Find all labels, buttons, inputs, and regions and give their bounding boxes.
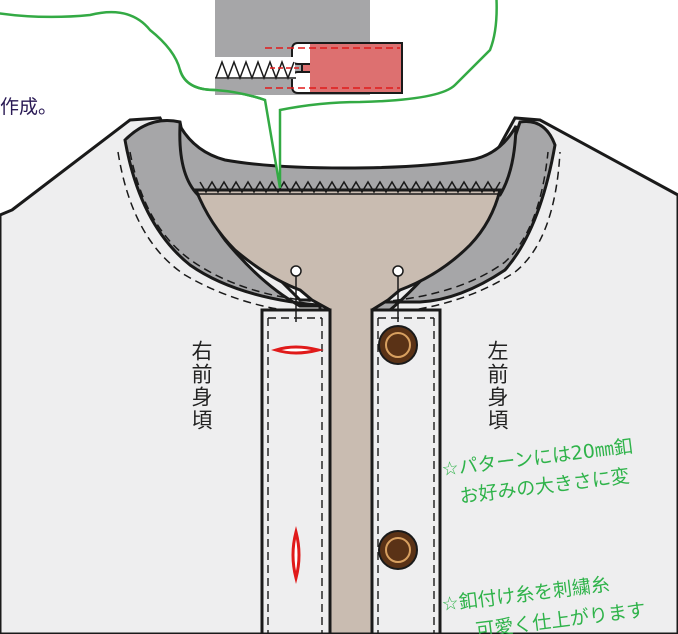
callout-caption: 作成。 <box>0 96 58 118</box>
left-front-placket <box>370 308 442 634</box>
right-front-placket <box>260 308 332 634</box>
rib-outer-stitch <box>129 151 549 303</box>
pin-icon <box>290 265 302 322</box>
buttonhole-icon <box>291 526 301 584</box>
detail-binding-fold <box>291 42 310 94</box>
pin-icon <box>392 265 404 322</box>
left-front-label: 左前身頃 <box>485 340 509 432</box>
detail-overlock <box>215 59 295 81</box>
rib-outer-stitch-2 <box>117 151 561 315</box>
button-icon <box>378 530 418 570</box>
overlock-stitch <box>199 180 501 194</box>
detail-binding <box>301 42 403 94</box>
right-front-label: 右前身頃 <box>189 340 213 432</box>
buttonhole-icon <box>271 345 324 355</box>
button-icon <box>378 325 418 365</box>
